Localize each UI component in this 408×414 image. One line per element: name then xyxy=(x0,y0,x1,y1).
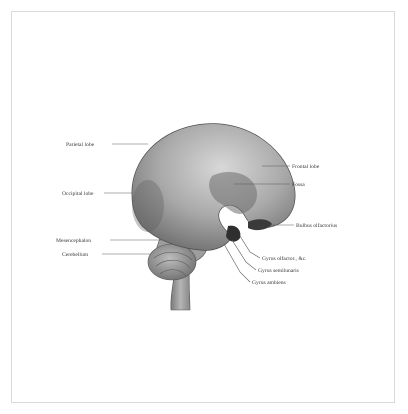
label-gyrus-ambiens: Gyrus ambiens xyxy=(252,280,286,286)
label-mesencephalon: Mesencephalon xyxy=(56,238,91,244)
gyrus-shape xyxy=(226,226,240,242)
label-gyrus-semilunaris: Gyrus semilunaris xyxy=(258,268,299,274)
leader-gyrus-olfactor xyxy=(240,236,260,258)
label-bulbus-olfactorius: Bulbus olfactorius xyxy=(296,222,337,229)
label-parietal-lobe-left: Parietal lobe xyxy=(66,142,95,148)
cerebellum-shape xyxy=(148,244,196,280)
leader-gyrus-ambiens xyxy=(224,244,250,282)
label-cerebellum: Cerebellum xyxy=(62,252,89,258)
label-frontal-lobe: Frontal lobe xyxy=(292,164,320,170)
occipital-shading xyxy=(132,180,164,232)
label-fossa: Fossa xyxy=(292,182,305,188)
label-gyrus-olfactor: Gyrus olfactor., &c. xyxy=(262,255,307,262)
leader-gyrus-semilunaris xyxy=(232,240,256,270)
label-occipital-lobe: Occipital lobe xyxy=(62,191,94,197)
